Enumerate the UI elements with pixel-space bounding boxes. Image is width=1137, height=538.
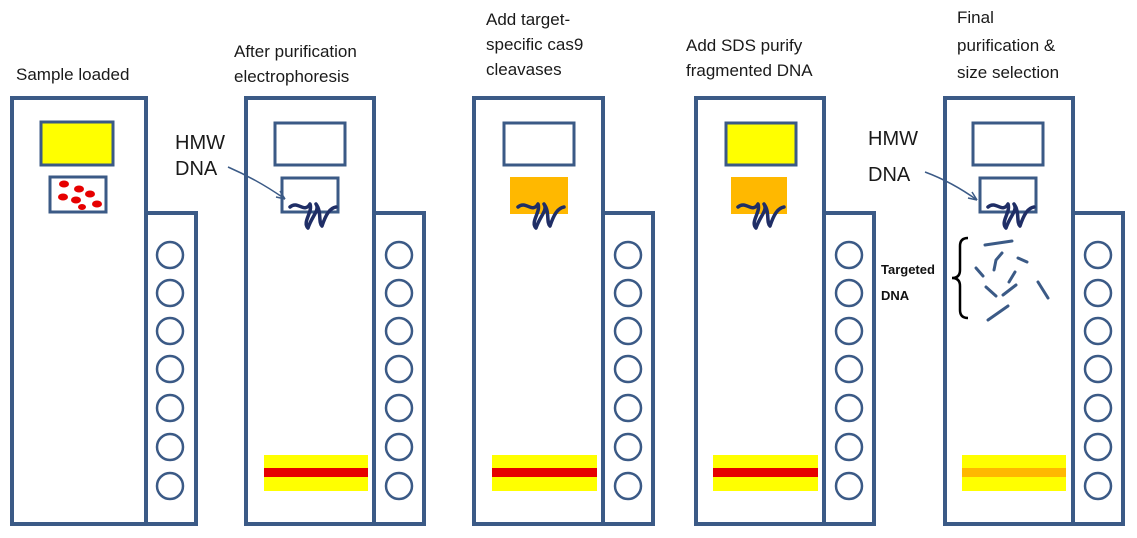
- panel-4-caption-line-1: Add SDS purify: [686, 36, 803, 55]
- buffer-well: [502, 121, 576, 167]
- hmw-dna-tangle: [736, 202, 786, 230]
- panel-4-add-sds: Add SDS purify fragmented DNA: [686, 36, 876, 526]
- red-dna-band: [264, 468, 368, 477]
- dna-label-small: DNA: [881, 288, 910, 303]
- arrow-head-icon: [967, 191, 978, 201]
- yellow-sds-well: [724, 121, 798, 167]
- hmw-dna-tangle: [516, 202, 566, 230]
- panel-5-final-purification: Final purification & size selection HMW …: [868, 8, 1125, 526]
- cassette-frame: [244, 96, 376, 526]
- dna-label: DNA: [868, 164, 911, 186]
- label-pointer-arrow: [227, 166, 286, 200]
- panel-3-caption-line-1: Add target-: [486, 10, 570, 29]
- panel-3-add-cas9: Add target- specific cas9 cleavases: [472, 10, 655, 526]
- buffer-well: [971, 121, 1045, 167]
- curly-brace: [951, 236, 969, 320]
- elution-wells: [1083, 240, 1113, 501]
- panel-1-caption: Sample loaded: [16, 65, 129, 84]
- panel-2-after-purification: After purification electrophoresis HMW D…: [175, 42, 426, 526]
- panel-1-sample-loaded: Sample loaded: [10, 65, 198, 526]
- elution-wells: [384, 240, 414, 501]
- cassette-frame: [10, 96, 148, 526]
- arrow-head-icon: [275, 190, 286, 200]
- sample-red-beads: [58, 180, 102, 210]
- red-dna-band: [492, 468, 597, 477]
- hmw-dna-tangle: [288, 202, 338, 230]
- cassette-frame: [943, 96, 1075, 526]
- panel-2-caption-line-1: After purification: [234, 42, 357, 61]
- hmw-label: HMW: [868, 128, 918, 150]
- panel-3-caption-line-2: specific cas9: [486, 35, 583, 54]
- elution-wells: [834, 240, 864, 501]
- hmw-label: HMW: [175, 132, 225, 154]
- targeted-dna-fragments: [974, 239, 1050, 322]
- cassette-frame: [472, 96, 605, 526]
- elution-wells: [155, 240, 185, 501]
- hmw-dna-tangle: [986, 202, 1036, 230]
- dna-label: DNA: [175, 158, 218, 180]
- elution-wells: [613, 240, 643, 501]
- panel-5-caption-line-1: Final: [957, 8, 994, 27]
- panel-5-caption-line-2: purification &: [957, 36, 1056, 55]
- red-dna-band: [713, 468, 818, 477]
- orange-dna-band: [962, 468, 1066, 477]
- panel-5-caption-line-3: size selection: [957, 63, 1059, 82]
- panel-3-caption-line-3: cleavases: [486, 60, 562, 79]
- buffer-well: [273, 121, 347, 167]
- panel-2-caption-line-2: electrophoresis: [234, 67, 349, 86]
- panel-4-caption-line-2: fragmented DNA: [686, 61, 813, 80]
- targeted-label: Targeted: [881, 262, 935, 277]
- label-pointer-arrow: [924, 171, 978, 201]
- yellow-buffer-well: [39, 120, 115, 167]
